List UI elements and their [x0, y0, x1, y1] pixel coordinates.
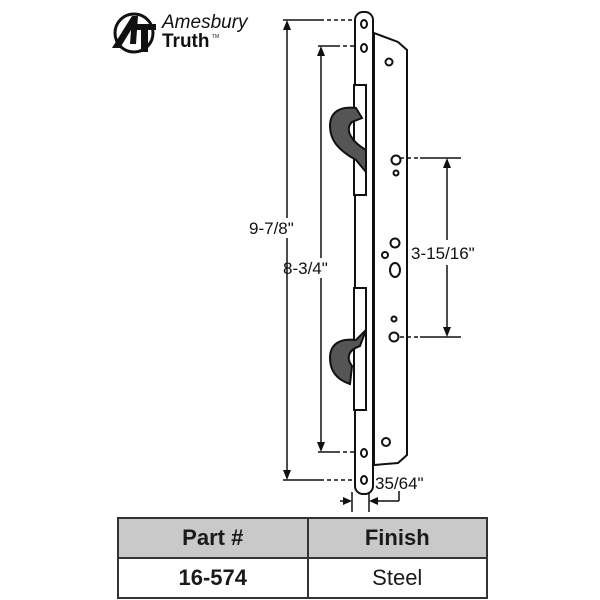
overall-length-label: 9-7/8" [249, 219, 294, 238]
mortise-lock-drawing [328, 11, 408, 495]
cell-part-number: 16-574 [117, 557, 309, 599]
logo-truth: Truth [162, 31, 210, 52]
dimension-arrows [283, 20, 451, 505]
logo-amesbury: Amesbury [161, 12, 249, 33]
dimension-lines [283, 19, 461, 512]
cell-finish: Steel [306, 557, 489, 599]
logo-emblem-icon [113, 12, 155, 54]
amesbury-truth-logo: Amesbury Truth TM [112, 12, 249, 54]
part-table: Part # Finish 16-574 Steel [117, 517, 489, 599]
table-header-row: Part # Finish [117, 517, 489, 559]
lock-case [373, 31, 408, 467]
header-part: Part # [117, 517, 309, 559]
faceplate-width-label: 35/64" [375, 474, 424, 493]
upper-hook [328, 106, 367, 175]
table-row: 16-574 Steel [117, 557, 489, 599]
hole-spacing-label: 3-15/16" [411, 244, 475, 263]
hook-span-label: 8-3/4" [283, 259, 328, 278]
lower-hook [328, 329, 367, 386]
logo-trademark: TM [212, 34, 219, 40]
header-finish: Finish [306, 517, 489, 559]
